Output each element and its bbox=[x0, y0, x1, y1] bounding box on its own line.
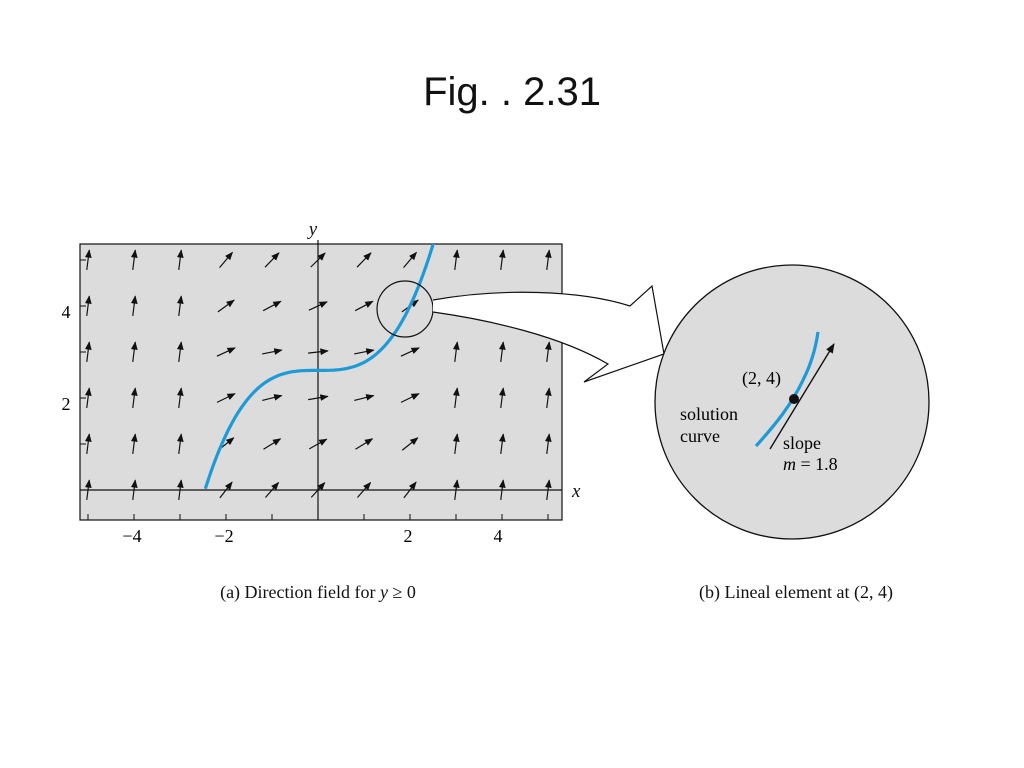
direction-arrow bbox=[263, 438, 282, 450]
panel-a-caption: (a) Direction field for y ≥ 0 bbox=[220, 582, 416, 603]
caption-a-prefix: (a) Direction field for bbox=[220, 582, 380, 603]
direction-arrow bbox=[176, 433, 184, 454]
lineal-element bbox=[769, 343, 835, 450]
direction-arrow bbox=[544, 249, 552, 270]
x-tick-label: −4 bbox=[122, 526, 141, 546]
point-label: (2, 4) bbox=[742, 368, 781, 389]
direction-arrow bbox=[130, 295, 138, 316]
direction-arrow bbox=[84, 387, 92, 408]
direction-arrow bbox=[219, 251, 233, 269]
slope-value: = 1.8 bbox=[796, 454, 838, 474]
direction-arrow bbox=[354, 394, 375, 401]
direction-arrow bbox=[130, 249, 138, 270]
direction-arrow bbox=[356, 252, 372, 268]
direction-arrow bbox=[403, 251, 417, 269]
caption-a-var: y bbox=[378, 582, 388, 602]
direction-arrow bbox=[452, 433, 460, 454]
direction-arrow bbox=[176, 387, 184, 408]
direction-arrow bbox=[401, 437, 419, 451]
direction-field-arrows bbox=[84, 249, 552, 500]
direction-arrow bbox=[262, 394, 283, 401]
direction-arrow bbox=[354, 300, 374, 312]
direction-arrow bbox=[176, 249, 184, 270]
slope-var: m bbox=[783, 454, 796, 474]
x-axis-label: x bbox=[571, 481, 581, 502]
direction-arrow bbox=[264, 252, 280, 268]
panel-b-lineal-element: (2, 4) solution curve slope m = 1.8 (b) … bbox=[654, 264, 930, 603]
direction-arrow bbox=[354, 348, 375, 355]
direction-arrow bbox=[498, 249, 506, 270]
direction-arrow bbox=[498, 433, 506, 454]
solution-curve-label-line2: curve bbox=[680, 426, 720, 446]
direction-arrow bbox=[130, 433, 138, 454]
direction-arrow bbox=[216, 393, 236, 403]
panel-b-caption: (b) Lineal element at (2, 4) bbox=[699, 582, 893, 603]
direction-arrow bbox=[498, 387, 506, 408]
direction-arrow bbox=[498, 341, 506, 362]
direction-arrow bbox=[84, 341, 92, 362]
zoom-callout-arrow bbox=[432, 284, 665, 383]
direction-arrow bbox=[400, 347, 420, 357]
slope-label-line1: slope bbox=[783, 433, 821, 453]
panel-a-background bbox=[79, 243, 563, 521]
panel-a-direction-field: y x −4 −2 2 4 2 4 (a) Direction field fo… bbox=[62, 219, 582, 603]
direction-arrow bbox=[355, 438, 374, 450]
direction-arrow bbox=[544, 341, 552, 362]
x-tick-label: 2 bbox=[404, 526, 413, 546]
axis-ticks bbox=[80, 259, 549, 520]
zoomed-solution-curve bbox=[754, 331, 820, 448]
direction-arrow bbox=[216, 347, 236, 357]
direction-arrow bbox=[84, 249, 92, 270]
direction-arrow bbox=[400, 393, 420, 403]
direction-arrow bbox=[130, 341, 138, 362]
x-tick-label: −2 bbox=[214, 526, 233, 546]
y-axis-label: y bbox=[307, 219, 318, 240]
direction-arrow bbox=[217, 299, 235, 313]
direction-arrow bbox=[544, 387, 552, 408]
x-tick-label: 4 bbox=[494, 526, 503, 546]
direction-arrow bbox=[84, 295, 92, 316]
direction-arrow bbox=[452, 387, 460, 408]
caption-a-suffix: ≥ 0 bbox=[388, 582, 416, 602]
direction-arrow bbox=[262, 348, 283, 355]
direction-arrow bbox=[176, 341, 184, 362]
point-marker bbox=[789, 394, 799, 404]
direction-arrow bbox=[452, 341, 460, 362]
direction-arrow bbox=[262, 300, 282, 312]
solution-curve-label-line1: solution bbox=[680, 404, 738, 424]
slide-title: Fig. . 2.31 bbox=[423, 70, 601, 114]
direction-arrow bbox=[84, 433, 92, 454]
slope-label-line2: m = 1.8 bbox=[783, 454, 838, 474]
direction-arrow bbox=[544, 433, 552, 454]
direction-arrow bbox=[176, 295, 184, 316]
y-tick-label: 2 bbox=[62, 394, 71, 414]
direction-arrow bbox=[130, 387, 138, 408]
solution-curve bbox=[203, 244, 435, 490]
direction-arrow bbox=[452, 249, 460, 270]
y-tick-label: 4 bbox=[62, 302, 71, 322]
